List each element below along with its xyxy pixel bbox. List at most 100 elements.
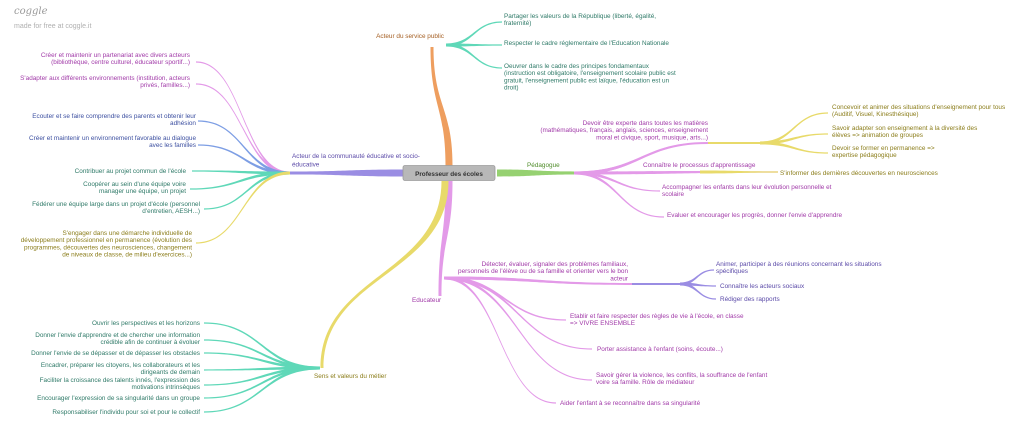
node-pedagogue-0-1[interactable]: Savoir adapter son enseignement à la div…: [832, 125, 977, 139]
text-line: Coopérer au sein d'une équipe voire: [83, 181, 186, 188]
node-pedagogue-0[interactable]: Devoir être experte dans toutes les mati…: [540, 120, 708, 141]
text-line: Contribuer au projet commun de l'école: [75, 168, 187, 175]
child-edge: [204, 366, 320, 399]
text-line: Fédérer une équipe large dans un projet …: [32, 201, 200, 208]
child-edge: [204, 322, 320, 370]
root-node[interactable]: Professeur des écoles: [402, 165, 496, 181]
child-edge: [444, 276, 592, 381]
node-sens-valeurs-4[interactable]: Faciliter la croissance des talents inné…: [40, 377, 200, 391]
branch-label-sens-valeurs[interactable]: Sens et valeurs du métier: [314, 373, 387, 380]
node-acteur-service-2[interactable]: Oeuvrer dans le cadre des principes fond…: [504, 63, 676, 92]
root-node-box: [402, 165, 496, 181]
node-pedagogue-0-0[interactable]: Concevoir et animer des situations d'ens…: [832, 104, 1005, 118]
branch-edge-educateur: [438, 181, 453, 296]
coggle-brand: coggle made for free at coggle.it: [14, 6, 91, 30]
child-edge: [204, 366, 320, 386]
node-educateur-2[interactable]: Porter assistance à l'enfant (soins, éco…: [597, 346, 723, 353]
node-communaute-7[interactable]: S'engager dans une démarche individuelle…: [21, 230, 193, 259]
node-sens-valeurs-0[interactable]: Ouvrir les perspectives et les horizons: [92, 320, 200, 327]
connector-edge: [708, 142, 760, 144]
text-line: Concevoir et animer des situations d'ens…: [832, 104, 1005, 111]
coggle-tagline: made for free at coggle.it: [14, 23, 92, 30]
node-communaute-1[interactable]: S'adapter aux différents environnements …: [20, 75, 190, 89]
text-line: droit): [504, 85, 519, 92]
text-line: S'adapter aux différents environnements …: [20, 75, 190, 82]
node-acteur-service-0[interactable]: Partager les valeurs de la République (l…: [504, 13, 656, 27]
text-line: Faciliter la croissance des talents inné…: [40, 377, 200, 384]
text-line: Aider l'enfant à se reconnaître dans sa …: [560, 400, 701, 407]
text-line: Responsabiliser l'individu pour soi et p…: [52, 409, 200, 416]
node-pedagogue-0-2[interactable]: Devoir se former en permanence =>experti…: [832, 145, 935, 159]
child-edge: [196, 83, 290, 175]
text-line: crédible afin de continuer à évoluer: [101, 339, 201, 346]
text-line: (instruction est obligatoire, l'enseigne…: [504, 70, 676, 77]
child-edge: [574, 142, 708, 175]
node-communaute-0[interactable]: Créer et maintenir un partenariat avec d…: [41, 52, 190, 66]
text-line: Evaluer et encourager les progrès, donne…: [667, 212, 843, 219]
grandchild-edge: [760, 141, 828, 154]
text-line: Encourager l'expression de sa singularit…: [37, 395, 200, 402]
text-line: S'informer des dernières découvertes en …: [780, 170, 938, 177]
coggle-logo: coggle: [14, 6, 48, 17]
text-line: fraternité): [504, 20, 531, 27]
grandchild-edge: [760, 133, 828, 145]
child-edge: [204, 352, 320, 370]
node-pedagogue-2[interactable]: Accompagner les enfants dans leur évolut…: [662, 184, 832, 198]
text-line: Acteur du service public: [376, 33, 445, 40]
child-edge: [446, 43, 502, 47]
child-edge: [190, 171, 290, 190]
text-line: scolaire: [662, 191, 684, 198]
branch-label-communaute[interactable]: Acteur de la communauté éducative et soc…: [292, 153, 420, 168]
node-educateur-4[interactable]: Aider l'enfant à se reconnaître dans sa …: [560, 400, 701, 407]
node-educateur-0-2[interactable]: Rédiger des rapports: [720, 296, 780, 303]
node-communaute-2[interactable]: Ecouter et se faire comprendre des paren…: [32, 113, 197, 127]
node-acteur-service-1[interactable]: Respecter le cadre réglementaire de l'Ed…: [504, 40, 669, 47]
text-line: acteur: [610, 275, 629, 282]
text-line: Oeuvrer dans le cadre des principes fond…: [504, 63, 650, 70]
text-line: Donner l'envie de se dépasser et de dépa…: [31, 350, 200, 357]
text-line: d'entretien, AESH...): [142, 208, 200, 215]
text-line: programmes, découvertes des neuroscience…: [24, 244, 192, 251]
text-line: Savoir gérer la violence, les conflits, …: [596, 372, 767, 379]
text-line: de niveaux de classe, de milieu d'exerci…: [62, 252, 192, 259]
node-communaute-6[interactable]: Fédérer une équipe large dans un projet …: [32, 201, 200, 215]
text-line: adhésion: [170, 120, 196, 127]
text-line: Pédagogue: [527, 162, 560, 169]
node-educateur-3[interactable]: Savoir gérer la violence, les conflits, …: [596, 372, 767, 386]
branch-label-pedagogue[interactable]: Pédagogue: [527, 162, 560, 169]
node-sens-valeurs-3[interactable]: Encadrer, préparer les citoyens, les col…: [41, 362, 201, 376]
branch-edge-pedagogue: [497, 169, 574, 177]
text-line: Acteur de la communauté éducative et soc…: [292, 153, 420, 160]
text-line: Partager les valeurs de la République (l…: [504, 13, 656, 20]
child-edge: [574, 171, 700, 175]
node-pedagogue-3[interactable]: Evaluer et encourager les progrès, donne…: [667, 212, 843, 219]
text-line: gratuit, l'enseignement public est laïqu…: [504, 77, 670, 84]
node-sens-valeurs-1[interactable]: Donner l'envie d'apprendre et de cherche…: [35, 332, 201, 346]
node-educateur-0-1[interactable]: Connaître les acteurs sociaux: [720, 283, 805, 290]
node-communaute-3[interactable]: Créer et maintenir un environnement favo…: [29, 135, 196, 149]
node-pedagogue-1[interactable]: Connaître le processus d'apprentissage: [643, 162, 756, 169]
node-sens-valeurs-5[interactable]: Encourager l'expression de sa singularit…: [37, 395, 200, 402]
node-educateur-0-0[interactable]: Animer, participer à des réunions concer…: [716, 261, 882, 275]
node-educateur-1[interactable]: Etablir et faire respecter des règles de…: [570, 313, 744, 327]
node-pedagogue-1-0[interactable]: S'informer des dernières découvertes en …: [780, 170, 938, 177]
text-line: avec les familles: [149, 142, 196, 149]
branch-label-acteur-service[interactable]: Acteur du service public: [376, 33, 445, 40]
text-line: Etablir et faire respecter des règles de…: [570, 313, 744, 320]
child-edge: [204, 339, 320, 370]
node-sens-valeurs-6[interactable]: Responsabiliser l'individu pour soi et p…: [52, 409, 200, 416]
text-line: Rédiger des rapports: [720, 296, 780, 303]
node-sens-valeurs-2[interactable]: Donner l'envie de se dépasser et de dépa…: [31, 350, 200, 357]
grandchild-edge: [700, 170, 778, 174]
child-edge: [574, 171, 664, 218]
node-communaute-4[interactable]: Contribuer au projet commun de l'école: [75, 168, 187, 175]
branch-edge-sens-valeurs: [320, 181, 449, 368]
child-edge: [444, 276, 632, 285]
text-line: expertise pédagogique: [832, 152, 897, 159]
node-educateur-0[interactable]: Détecter, évaluer, signaler des problème…: [458, 261, 629, 282]
text-line: Donner l'envie d'apprendre et de cherche…: [35, 332, 200, 339]
branch-label-educateur[interactable]: Educateur: [412, 297, 442, 304]
text-line: Animer, participer à des réunions concer…: [716, 261, 882, 268]
text-line: Porter assistance à l'enfant (soins, éco…: [597, 346, 723, 353]
